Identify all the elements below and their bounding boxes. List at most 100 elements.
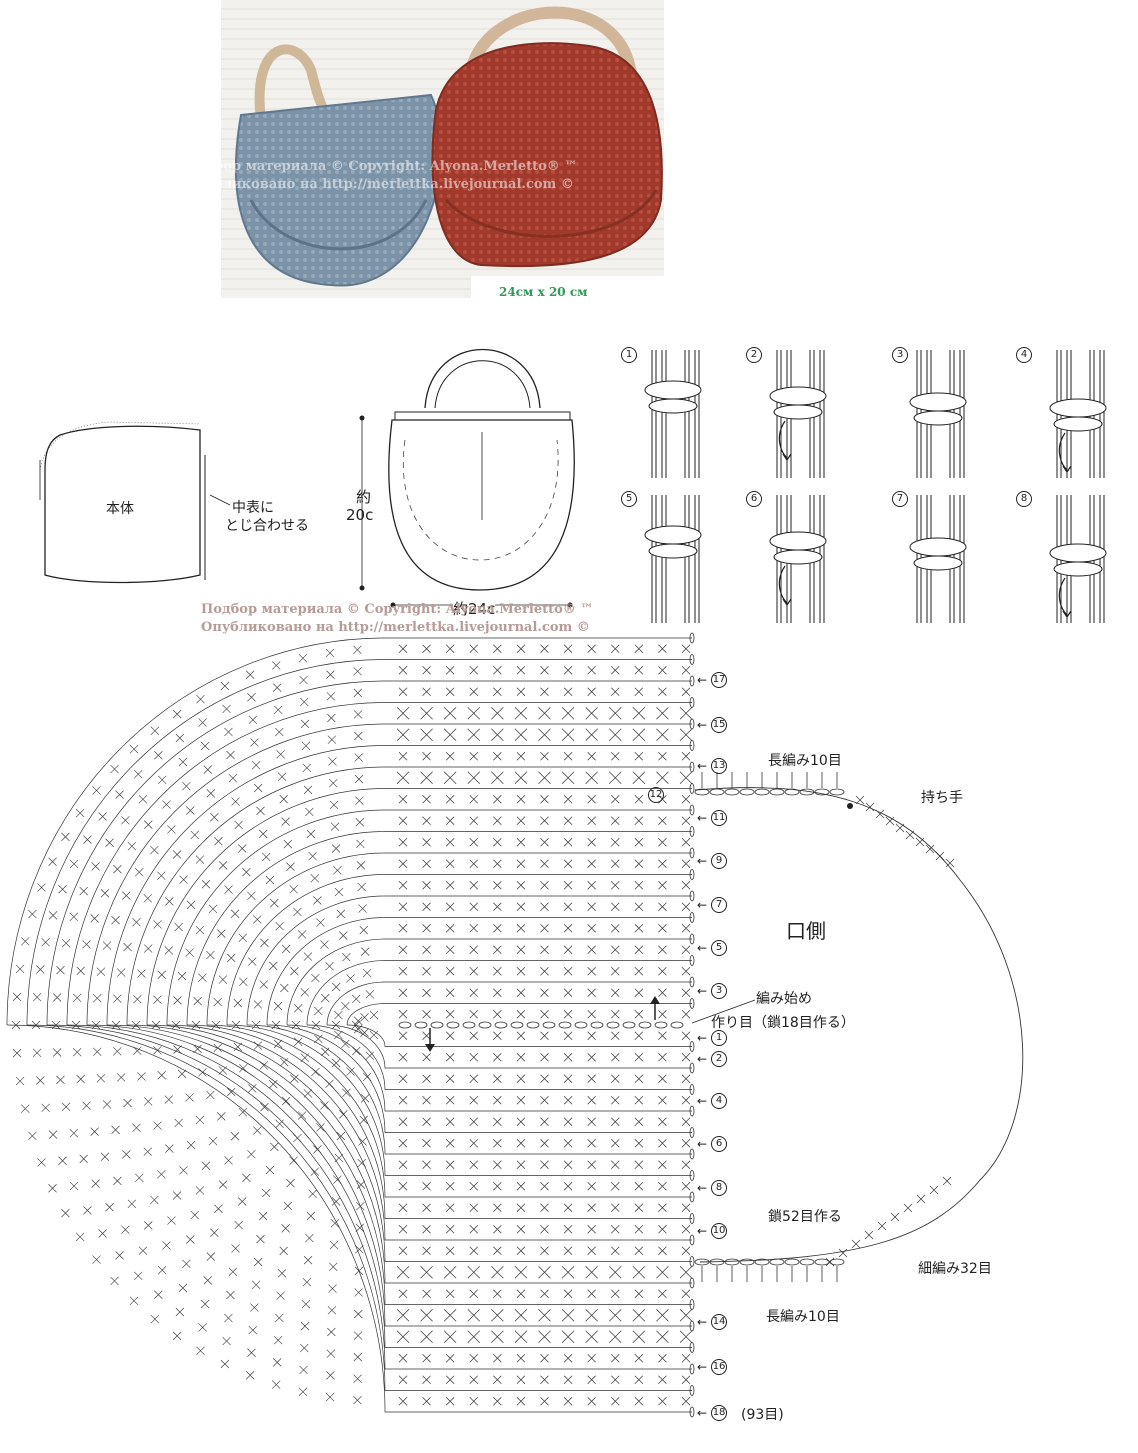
stitch-mark — [422, 1010, 431, 1019]
stitch-mark — [634, 1160, 644, 1169]
stitch-mark — [563, 1031, 573, 1040]
row-number-5: ←5 — [697, 940, 728, 956]
stitch-mark — [587, 752, 596, 761]
stitch-mark — [230, 909, 240, 918]
stitch-mark — [79, 1154, 88, 1164]
stitch-mark — [150, 1314, 160, 1324]
stitch-mark — [443, 771, 457, 784]
stitch-mark — [247, 693, 256, 702]
knot-step-6: 6 — [746, 491, 762, 507]
chart-row-13 — [106, 740, 695, 1310]
stitch-mark — [585, 707, 598, 720]
stitch-mark — [587, 838, 596, 847]
stitch-mark — [493, 988, 502, 997]
stitch-mark — [256, 1234, 265, 1244]
stitch-mark — [658, 924, 667, 933]
stitch-mark — [445, 1225, 455, 1234]
stitch-mark — [493, 1096, 502, 1105]
stitch-mark — [190, 1210, 200, 1220]
stitch-mark — [203, 765, 212, 774]
stitch-mark — [561, 1266, 575, 1279]
stitch-mark — [587, 1203, 596, 1212]
stitch-mark — [658, 859, 667, 868]
stitch-mark — [443, 1330, 457, 1343]
stitch-mark — [540, 1203, 549, 1212]
knot-step-7: 7 — [892, 491, 908, 507]
stitch-mark — [658, 1203, 667, 1212]
stitch-mark — [48, 1184, 57, 1193]
stitch-mark — [41, 1103, 50, 1113]
stitch-mark — [585, 1330, 598, 1343]
stitch-mark — [121, 816, 130, 825]
stitch-mark — [195, 855, 205, 864]
arrow-left-icon: ← — [697, 1052, 708, 1066]
stitch-mark — [563, 1117, 573, 1126]
chart-row-3 — [306, 955, 695, 1095]
row-number-circle: 16 — [711, 1359, 728, 1375]
stitch-mark — [611, 881, 620, 890]
stitch-mark — [217, 929, 226, 938]
chart-row-16 — [46, 675, 695, 1375]
bag-outline — [359, 349, 575, 608]
stitch-mark — [516, 1031, 526, 1040]
stitch-mark — [61, 938, 71, 948]
stitch-mark — [540, 795, 549, 804]
stitch-mark — [563, 666, 573, 675]
knot-step-1: 1 — [621, 347, 637, 363]
bags-illustration — [221, 0, 664, 298]
stitch-mark — [467, 728, 480, 741]
stitch-mark — [514, 1266, 528, 1279]
stitch-mark — [173, 996, 182, 1005]
stitch-mark — [313, 896, 322, 905]
arrow-left-icon: ← — [697, 1181, 708, 1195]
stitch-mark — [469, 1139, 478, 1148]
stitch-mark — [175, 733, 185, 743]
stitch-mark — [258, 1211, 268, 1221]
stitch-mark — [353, 688, 363, 698]
row-number-circle: 3 — [711, 983, 728, 999]
stitch-mark — [138, 795, 148, 804]
stitch-mark — [609, 1330, 622, 1343]
stitch-mark — [493, 795, 502, 804]
stitch-mark — [69, 1128, 79, 1138]
stitch-mark — [113, 994, 122, 1003]
row-number-15: ←15 — [697, 717, 728, 733]
chart-row-10 — [166, 804, 695, 1246]
stitch-mark — [111, 1020, 121, 1030]
stitch-mark — [281, 1224, 290, 1233]
arrow-left-icon: ← — [697, 1315, 708, 1329]
stitch-mark — [681, 1074, 691, 1083]
chart-row-14 — [86, 718, 695, 1332]
stitch-mark — [248, 715, 258, 725]
stitch-mark — [398, 644, 408, 653]
stitch-mark — [658, 902, 667, 911]
stitch-mark — [311, 973, 320, 983]
stitch-mark — [353, 1374, 362, 1383]
stitch-mark — [179, 875, 188, 884]
stitch-mark — [233, 998, 243, 1008]
stitch-mark — [658, 988, 667, 997]
stitch-mark — [325, 648, 335, 658]
stitch-mark — [540, 859, 549, 868]
stitch-mark — [658, 644, 667, 653]
stitch-mark — [634, 1010, 644, 1019]
stitch-mark — [445, 881, 455, 890]
stitch-mark — [445, 1246, 455, 1255]
stitch-mark — [238, 933, 248, 943]
stitch-mark — [469, 666, 478, 675]
stitch-mark — [239, 977, 248, 987]
stitch-mark — [422, 967, 431, 976]
stitch-mark — [609, 707, 622, 720]
stitch-mark — [369, 1010, 379, 1020]
stitch-mark — [253, 1000, 263, 1009]
stitch-mark — [632, 1309, 646, 1322]
stitch-mark — [357, 882, 366, 892]
foundation-chain — [398, 996, 756, 1052]
stitch-mark — [634, 1031, 644, 1040]
stitch-mark — [445, 1117, 455, 1126]
stitch-mark — [133, 994, 142, 1004]
stitch-mark — [175, 1307, 185, 1317]
stitch-mark — [587, 1182, 596, 1191]
stitch-mark — [58, 885, 67, 894]
stitch-mark — [327, 1327, 336, 1337]
